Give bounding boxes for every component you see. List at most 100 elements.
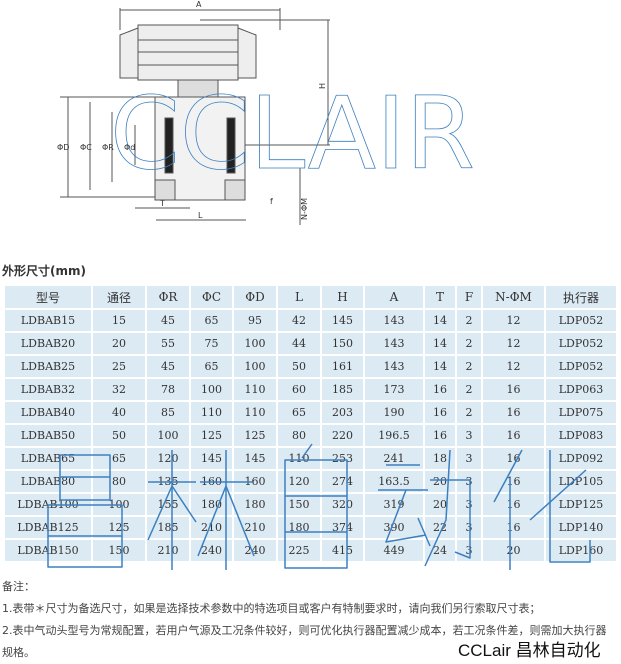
table-cell: 190 xyxy=(365,402,423,423)
table-cell: 12 xyxy=(483,356,544,377)
table-cell: LDP052 xyxy=(546,333,616,354)
table-cell: 185 xyxy=(147,517,189,538)
table-cell: 150 xyxy=(93,540,145,561)
table-cell: 3 xyxy=(457,517,481,538)
table-cell: 22 xyxy=(425,517,455,538)
table-cell: 210 xyxy=(234,517,276,538)
table-title: 外形尺寸(mm) xyxy=(2,264,86,278)
table-cell: LDP075 xyxy=(546,402,616,423)
table-cell: LDBAB50 xyxy=(5,425,91,446)
table-cell: 125 xyxy=(191,425,232,446)
table-cell: 20 xyxy=(425,471,455,492)
table-cell: 65 xyxy=(191,310,232,331)
table-cell: 320 xyxy=(322,494,363,515)
table-cell: LDP052 xyxy=(546,356,616,377)
notes: 备注： 1.表带＊尺寸为备选尺寸，如果是选择技术参数中的特选项目或客户有特制要求… xyxy=(2,576,617,664)
table-cell: LDBAB25 xyxy=(5,356,91,377)
table-cell: 173 xyxy=(365,379,423,400)
table-cell: 65 xyxy=(191,356,232,377)
table-cell: 14 xyxy=(425,333,455,354)
label-f: f xyxy=(270,197,273,206)
table-cell: 160 xyxy=(191,471,232,492)
label-t: T xyxy=(159,199,165,208)
table-cell: 2 xyxy=(457,379,481,400)
table-cell: 180 xyxy=(191,494,232,515)
table-cell: LDP052 xyxy=(546,310,616,331)
col-header: ΦR xyxy=(147,286,189,308)
table-cell: 50 xyxy=(93,425,145,446)
brand-watermark: CCLair 昌林自动化 xyxy=(458,641,601,660)
table-cell: 203 xyxy=(322,402,363,423)
table-cell: 2 xyxy=(457,356,481,377)
label-or: ΦR xyxy=(102,143,114,152)
table-cell: 145 xyxy=(191,448,232,469)
table-cell: 161 xyxy=(322,356,363,377)
table-cell: 45 xyxy=(147,356,189,377)
table-cell: 160 xyxy=(234,471,276,492)
table-cell: 14 xyxy=(425,356,455,377)
table-cell: 225 xyxy=(278,540,320,561)
table-cell: 15 xyxy=(93,310,145,331)
table-cell: 16 xyxy=(483,402,544,423)
table-cell: LDP105 xyxy=(546,471,616,492)
table-cell: 120 xyxy=(147,448,189,469)
table-cell: 110 xyxy=(191,402,232,423)
table-cell: 100 xyxy=(147,425,189,446)
table-cell: 415 xyxy=(322,540,363,561)
table-cell: 32 xyxy=(93,379,145,400)
table-cell: 100 xyxy=(93,494,145,515)
table-cell: 143 xyxy=(365,310,423,331)
table-cell: 319 xyxy=(365,494,423,515)
col-header: L xyxy=(278,286,320,308)
table-cell: 143 xyxy=(365,356,423,377)
table-cell: 220 xyxy=(322,425,363,446)
table-cell: 85 xyxy=(147,402,189,423)
table-cell: 120 xyxy=(278,471,320,492)
table-cell: 20 xyxy=(93,333,145,354)
table-cell: 80 xyxy=(93,471,145,492)
table-cell: 241 xyxy=(365,448,423,469)
table-cell: 100 xyxy=(234,356,276,377)
table-cell: 78 xyxy=(147,379,189,400)
col-header: 通径 xyxy=(93,286,145,308)
label-l: L xyxy=(198,211,203,220)
table-cell: 16 xyxy=(425,379,455,400)
table-cell: 145 xyxy=(322,310,363,331)
table-cell: 60 xyxy=(278,379,320,400)
table-cell: 3 xyxy=(457,471,481,492)
table-cell: 14 xyxy=(425,310,455,331)
table-cell: 145 xyxy=(234,448,276,469)
table-cell: 274 xyxy=(322,471,363,492)
col-header: ΦC xyxy=(191,286,232,308)
table-cell: 3 xyxy=(457,494,481,515)
table-cell: 16 xyxy=(425,402,455,423)
table-cell: 44 xyxy=(278,333,320,354)
table-cell: 196.5 xyxy=(365,425,423,446)
table-cell: 150 xyxy=(278,494,320,515)
table-cell: 12 xyxy=(483,333,544,354)
table-cell: 374 xyxy=(322,517,363,538)
label-odd: Φd xyxy=(124,143,135,152)
table-cell: 163.5 xyxy=(365,471,423,492)
table-cell: LDBAB32 xyxy=(5,379,91,400)
table-cell: 25 xyxy=(93,356,145,377)
note-item: 1.表带＊尺寸为备选尺寸，如果是选择技术参数中的特选项目或客户有特制要求时，请向… xyxy=(2,602,541,615)
table-cell: 16 xyxy=(483,517,544,538)
table-cell: 3 xyxy=(457,425,481,446)
table-cell: 65 xyxy=(93,448,145,469)
col-header: 型号 xyxy=(5,286,91,308)
table-cell: 16 xyxy=(483,471,544,492)
table-cell: 110 xyxy=(278,448,320,469)
table-cell: LDP125 xyxy=(546,494,616,515)
table-cell: 210 xyxy=(191,517,232,538)
table-cell: LDP140 xyxy=(546,517,616,538)
table-cell: LDBAB40 xyxy=(5,402,91,423)
